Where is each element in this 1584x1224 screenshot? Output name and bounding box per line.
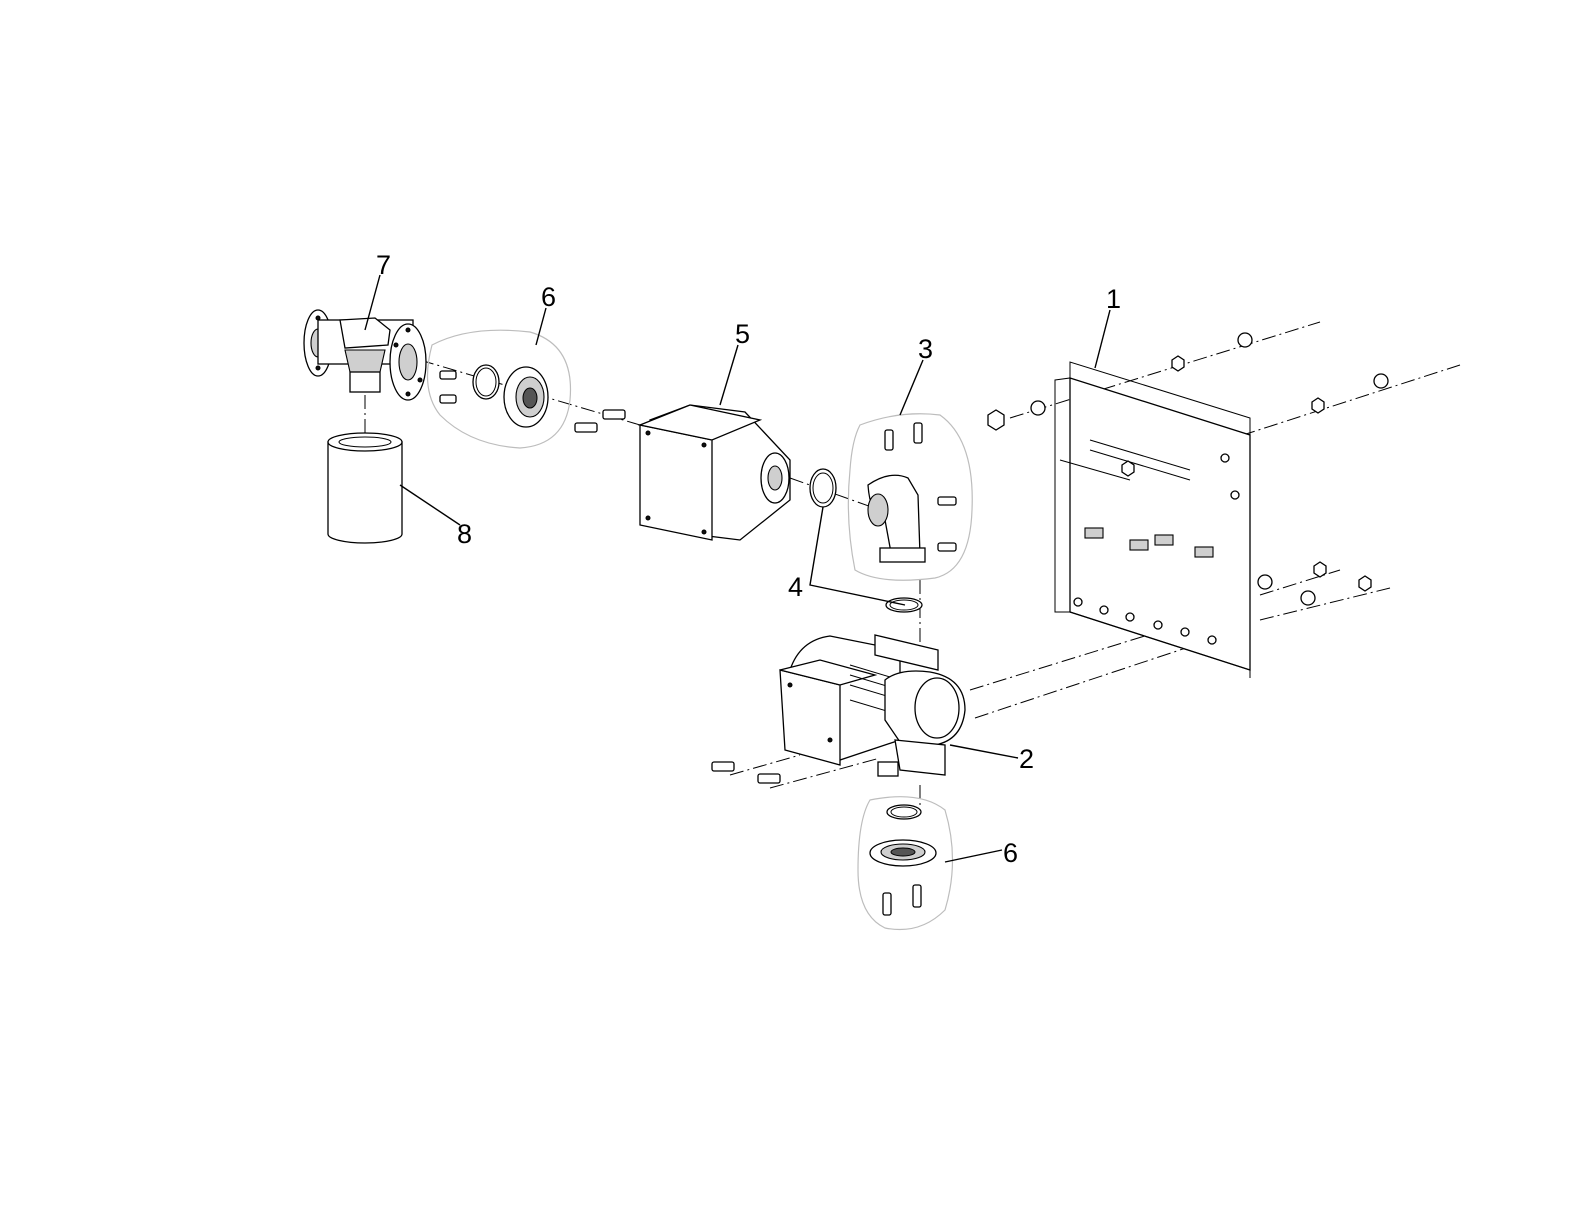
callout-labels: 7 6 5 3 1 8 4 2 6 <box>376 250 1121 868</box>
part-2-pump-motor <box>779 634 966 777</box>
part-3-elbow-fitting <box>847 413 973 581</box>
part-1-mounting-plate <box>1054 361 1251 678</box>
callout-5: 5 <box>735 319 750 349</box>
screws-part-2 <box>711 761 781 784</box>
leader-lines <box>364 274 1111 863</box>
callout-6-bottom: 6 <box>1003 838 1018 868</box>
callout-2: 2 <box>1019 744 1034 774</box>
screws-part-5 <box>574 409 626 433</box>
callout-3: 3 <box>918 334 933 364</box>
part-6-bottom-seal-kit <box>857 796 954 931</box>
callout-6-top: 6 <box>541 282 556 312</box>
nuts-and-washers <box>987 332 1389 606</box>
callout-8: 8 <box>457 519 472 549</box>
part-7-filter-head <box>303 309 427 401</box>
callout-4: 4 <box>788 572 803 602</box>
part-8-filter-cartridge <box>327 432 403 544</box>
part-6-top-seal-kit <box>426 329 572 449</box>
callout-7: 7 <box>376 250 391 280</box>
callout-1: 1 <box>1106 284 1121 314</box>
part-5-flow-meter <box>637 404 791 541</box>
